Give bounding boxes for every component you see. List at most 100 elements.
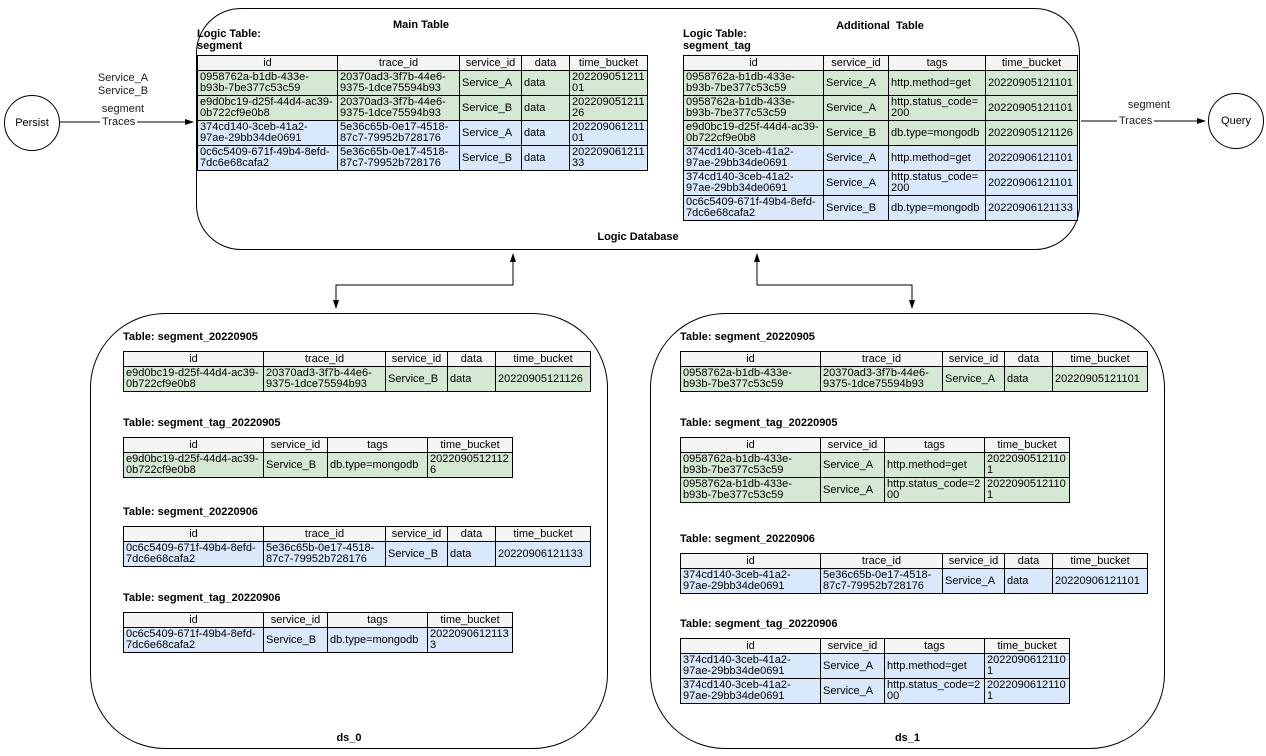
table-cell: 374cd140-3ceb-41a2-97ae-29bb34de0691 xyxy=(680,678,821,704)
table-cell: 20220905121126 xyxy=(569,95,648,121)
column-header-time_bucket: time_bucket xyxy=(569,55,648,71)
table-cell: 374cd140-3ceb-41a2-97ae-29bb34de0691 xyxy=(683,145,824,171)
table-cell: db.type=mongodb xyxy=(327,627,428,653)
table-cell: Service_A xyxy=(459,70,522,96)
edge-label-service-b: Service_B xyxy=(97,85,149,97)
query-node-label: Query xyxy=(1221,115,1251,127)
column-header-time_bucket: time_bucket xyxy=(495,526,591,542)
table-cell: 20370ad3-3f7b-44e6-9375-1dce75594b93 xyxy=(263,366,386,392)
ds0-caption: ds_0 xyxy=(336,732,362,744)
table-cell: 20220905121101 xyxy=(984,477,1070,503)
table-cell: e9d0bc19-d25f-44d4-ac39-0b722cf9e0b8 xyxy=(683,120,824,146)
column-header-data: data xyxy=(447,351,496,367)
table-cell: 5e36c65b-0e17-4518-87c7-79952b728176 xyxy=(337,120,460,146)
table-cell: 20220905121126 xyxy=(427,452,513,478)
table-cell: 20220905121101 xyxy=(1052,366,1148,392)
column-header-trace_id: trace_id xyxy=(337,55,460,71)
column-header-service_id: service_id xyxy=(942,351,1005,367)
column-header-time_bucket: time_bucket xyxy=(984,638,1070,654)
column-header-id: id xyxy=(123,526,264,542)
table-cell: 0c6c5409-671f-49b4-8efd-7dc6e68cafa2 xyxy=(197,145,338,171)
table-cell: 20220906121133 xyxy=(985,195,1078,221)
table-cell: 20220905121126 xyxy=(495,366,591,392)
table-cell: 0958762a-b1db-433e-b93b-7be377c53c59 xyxy=(680,477,821,503)
table-cell: 20220905121101 xyxy=(985,95,1078,121)
column-header-data: data xyxy=(1004,553,1053,569)
table-label: Table: segment_20220905 xyxy=(123,331,258,343)
table-cell: Service_A xyxy=(820,477,885,503)
column-header-id: id xyxy=(680,638,821,654)
table-label: segment_tag xyxy=(683,40,751,52)
table-cell: Service_A xyxy=(823,70,889,96)
table-cell: 0958762a-b1db-433e-b93b-7be377c53c59 xyxy=(683,70,824,96)
table-cell: data xyxy=(447,541,496,567)
table-cell: 20220906121133 xyxy=(569,145,648,171)
table-cell: 0c6c5409-671f-49b4-8efd-7dc6e68cafa2 xyxy=(123,541,264,567)
edge-label-right-segment: segment xyxy=(1127,99,1171,111)
table-cell: Service_B xyxy=(459,95,522,121)
table-label: Table: segment_tag_20220905 xyxy=(123,417,281,429)
table-cell: db.type=mongodb xyxy=(888,120,986,146)
main-table-title: Main Table xyxy=(392,19,450,31)
column-header-id: id xyxy=(123,437,264,453)
column-header-tags: tags xyxy=(327,437,428,453)
column-header-service_id: service_id xyxy=(263,612,328,628)
table-label: Table: segment_20220905 xyxy=(680,331,815,343)
table-cell: http.method=get xyxy=(884,653,985,679)
table-label: Table: segment_tag_20220906 xyxy=(123,592,281,604)
column-header-service_id: service_id xyxy=(823,55,889,71)
table-cell: data xyxy=(521,95,570,121)
table-cell: e9d0bc19-d25f-44d4-ac39-0b722cf9e0b8 xyxy=(123,366,264,392)
table-cell: 20220905121101 xyxy=(984,452,1070,478)
table-cell: Service_A xyxy=(459,120,522,146)
table-cell: Service_B xyxy=(385,541,448,567)
table-cell: Service_B xyxy=(823,120,889,146)
persist-node-label: Persist xyxy=(15,117,49,129)
column-header-time_bucket: time_bucket xyxy=(985,55,1078,71)
table-cell: data xyxy=(521,145,570,171)
column-header-time_bucket: time_bucket xyxy=(1052,351,1148,367)
table-cell: Service_A xyxy=(823,95,889,121)
column-header-id: id xyxy=(197,55,338,71)
ds1-caption: ds_1 xyxy=(894,732,921,744)
column-header-data: data xyxy=(521,55,570,71)
edge-label-service-a: Service_A xyxy=(97,72,149,84)
table-cell: data xyxy=(1004,366,1053,392)
table-cell: http.status_code=200 xyxy=(888,95,986,121)
table-cell: Service_A xyxy=(942,366,1005,392)
column-header-data: data xyxy=(447,526,496,542)
column-header-id: id xyxy=(123,612,264,628)
table-cell: 20220906121101 xyxy=(569,120,648,146)
column-header-id: id xyxy=(123,351,264,367)
table-label: Table: segment_20220906 xyxy=(680,533,815,545)
column-header-tags: tags xyxy=(884,437,985,453)
column-header-service_id: service_id xyxy=(820,638,885,654)
table-cell: Service_A xyxy=(823,170,889,196)
additional-table-title: Additional Table xyxy=(836,20,924,32)
column-header-service_id: service_id xyxy=(385,526,448,542)
table-cell: 20220906121101 xyxy=(985,170,1078,196)
table-cell: 20220905121126 xyxy=(985,120,1078,146)
column-header-time_bucket: time_bucket xyxy=(495,351,591,367)
